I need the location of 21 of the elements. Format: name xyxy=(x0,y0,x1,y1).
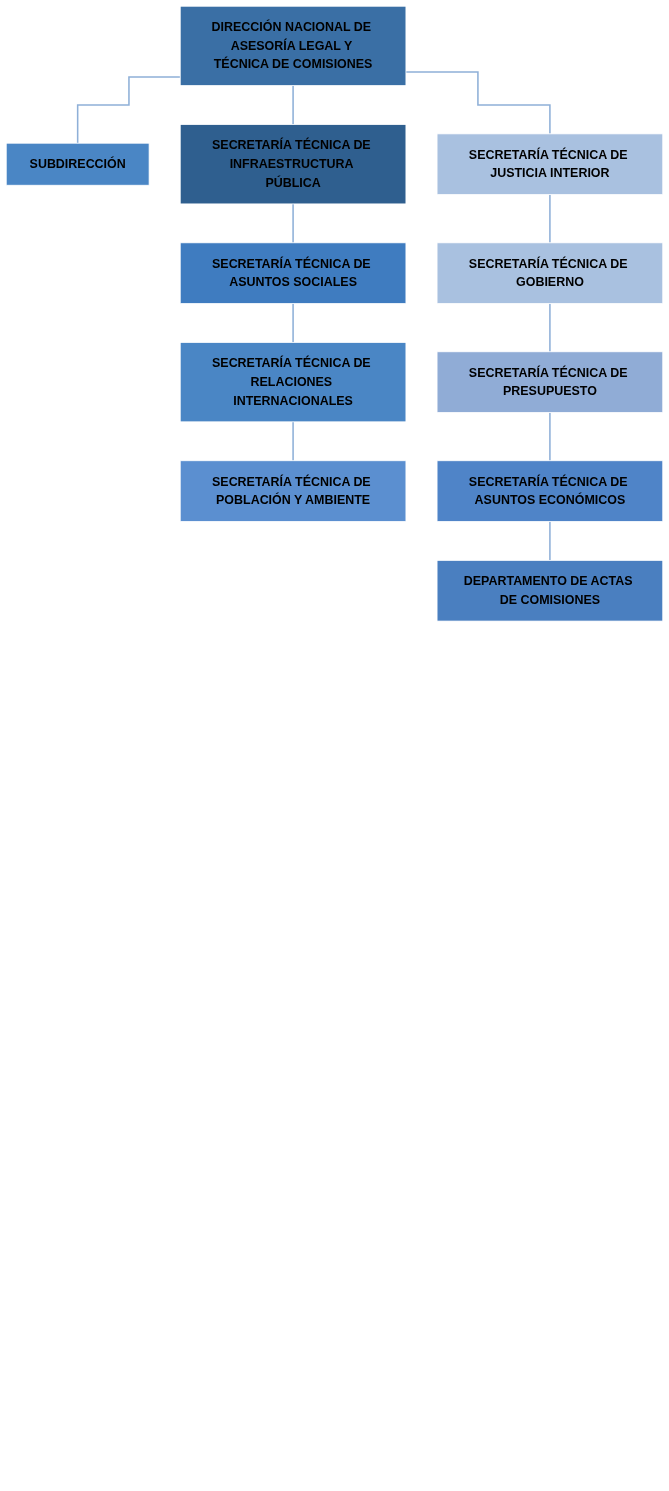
node-box: DIRECCIÓN NACIONAL DE ASESORÍA LEGAL Y TÉCNICA DE COMISIONES xyxy=(179,5,407,86)
connector xyxy=(405,71,551,135)
node-box: SECRETARÍA TÉCNICA DE ASUNTOS SOCIALES xyxy=(179,242,407,304)
connector xyxy=(292,203,294,244)
node-box: SECRETARÍA TÉCNICA DE RELACIONES INTERNACIONALES xyxy=(179,342,407,423)
node-box: DEPARTAMENTO DE ACTAS DE COMISIONES xyxy=(436,559,664,622)
connector xyxy=(292,302,294,344)
connector xyxy=(292,421,294,462)
connector xyxy=(549,193,551,244)
node-box: SECRETARÍA TÉCNICA DE POBLACIÓN Y AMBIENTE xyxy=(179,460,407,522)
connector xyxy=(549,302,551,353)
node-box: SECRETARÍA TÉCNICA DE INFRAESTRUCTURA PÚBLICA xyxy=(179,124,407,205)
node-box: SUBDIRECCIÓN xyxy=(5,142,150,186)
node-box: SECRETARÍA TÉCNICA DE PRESUPUESTO xyxy=(436,351,664,413)
node-box: SECRETARÍA TÉCNICA DE GOBIERNO xyxy=(436,242,664,304)
connector xyxy=(292,84,294,126)
connector xyxy=(76,76,181,144)
node-box: SECRETARÍA TÉCNICA DE JUSTICIA INTERIOR xyxy=(436,133,664,195)
node-box: SECRETARÍA TÉCNICA DE ASUNTOS ECONÓMICOS xyxy=(436,460,664,522)
connector xyxy=(549,520,551,562)
connector xyxy=(549,411,551,462)
